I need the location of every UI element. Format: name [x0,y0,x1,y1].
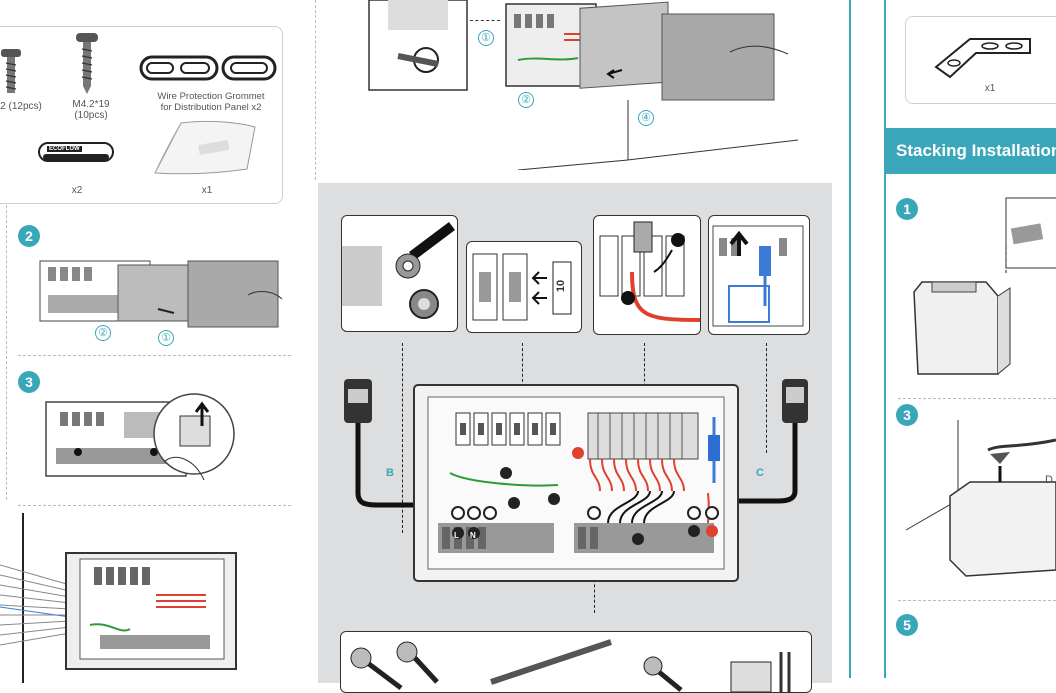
manual-qty: x1 [201,185,213,196]
detail-connector-box [708,215,810,335]
screw-b-label: M4.2*19 (10pcs) [72,99,110,121]
callout-1: ① [158,330,174,346]
fuse-holder-detail [472,253,572,321]
divider [18,505,291,506]
callout-1: ① [478,30,494,46]
bracket-icon [934,38,1031,79]
step-2-badge: 2 [18,225,40,247]
term-L: L [454,531,459,540]
screw-icon [76,33,98,94]
panel-wiring-illustration [0,552,237,670]
screw-a-label: 2 (12pcs) [0,101,42,112]
term-N: N [470,531,476,540]
section-border [849,0,851,678]
bracket-part-box: x1 [905,16,1056,104]
brand-logo: ECOFLOW [47,146,82,152]
ring-lugs-detail [350,639,791,692]
divider [898,600,1056,601]
grommet-icon [139,55,277,81]
leader-line [766,343,767,453]
comm-connector-detail [712,225,804,327]
cover-install-illustration [505,1,798,170]
divider [315,0,316,180]
detail-fuse-box: 10 [466,241,582,333]
parts-list-box: 2 (12pcs) M4.2*19 (10pcs) Wire Protectio… [0,26,283,204]
stacking-step-3-illustration [905,420,1056,577]
wiring-diagram-panel: 10 [318,183,832,693]
panel-cover-illustration [39,260,283,328]
fuse-rating: 10 [555,279,568,293]
stacking-installation-header: Stacking Installation [884,128,1056,174]
divider [898,398,1056,399]
stack-step-1-badge: 1 [896,198,918,220]
feet-qty: x2 [71,185,83,196]
stack-step-5-badge: 5 [896,614,918,636]
template-sheet-icon [154,120,256,175]
breaker-terminal-detail [594,221,700,322]
grommet-label: Wire Protection Grommet for Distribution… [157,91,265,113]
stack-step-3-badge: 3 [896,404,918,426]
screw-icon [1,49,21,93]
distribution-panel-drawing [344,379,808,582]
detail-lug-bottom-box [340,631,812,693]
wall-mount-detail [368,0,468,91]
divider [18,355,291,356]
rubber-foot-icon [38,142,114,162]
callout-2: ② [518,92,534,108]
stacking-step-1-illustration [913,197,1056,375]
arrow-line [470,20,500,21]
panel-internal-illustration [45,393,235,481]
callout-4: ④ [638,110,654,126]
ring-terminal-detail [342,222,455,319]
detail-breaker-box [593,215,701,335]
section-border [884,0,886,678]
step-3-badge: 3 [18,371,40,393]
callout-2: ② [95,325,111,341]
leader-line [402,343,403,533]
cable-tag-b: B [386,467,394,479]
cable-tag-c: C [756,467,764,479]
label-d: D [1045,474,1053,486]
bracket-qty: x1 [984,83,996,94]
divider [6,200,7,500]
detail-lug-box [341,215,458,332]
